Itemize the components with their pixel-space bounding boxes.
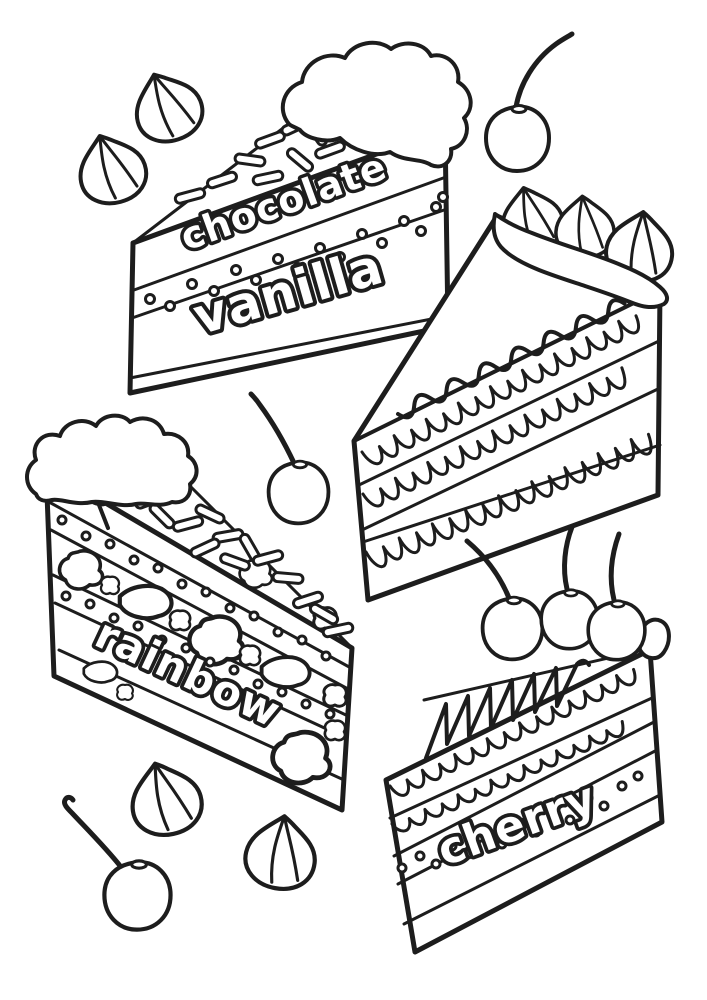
layer-line — [53, 601, 348, 740]
icing-drip — [390, 720, 625, 833]
cherry-stem — [248, 391, 297, 466]
frosting-cloud — [25, 413, 199, 508]
icing-drip — [388, 667, 637, 797]
cake-slice-drizzle — [351, 180, 681, 603]
cherry — [480, 595, 545, 662]
layer-line — [128, 314, 449, 380]
cherry-stem — [562, 524, 575, 592]
dotted-band — [396, 770, 644, 874]
frosting-cloud — [280, 40, 473, 169]
layer-line — [392, 720, 656, 858]
dotted-band — [60, 590, 336, 720]
dotted-band — [144, 191, 449, 312]
dotted-band — [56, 514, 332, 662]
icing-zigzag — [424, 658, 591, 760]
cake-slice-cherry: cherry — [383, 524, 671, 955]
layer-line — [396, 748, 659, 886]
cherry — [266, 459, 331, 526]
slice-outline — [351, 213, 663, 603]
cherry — [104, 861, 170, 930]
icing-squiggle — [396, 298, 627, 420]
cake-slice-rainbow: rainbow — [25, 413, 356, 813]
layer-line — [402, 793, 662, 926]
cherry-stem — [464, 538, 512, 601]
cherry — [484, 103, 551, 173]
cherry-stem — [608, 531, 622, 603]
layer-line — [132, 175, 448, 292]
cherry-bottom-left — [62, 794, 170, 930]
cherry-stem — [513, 31, 575, 110]
frosting-band — [491, 212, 670, 310]
cherry-top-right — [484, 31, 575, 173]
cherry-middle — [248, 391, 331, 526]
cherries-on-top — [464, 524, 647, 662]
layer-line — [388, 696, 654, 820]
icing-drip — [360, 314, 640, 466]
cherry — [586, 598, 647, 662]
cherry-stem — [62, 794, 124, 870]
layer-line — [361, 443, 662, 544]
layer-line — [130, 207, 449, 320]
icing-drip — [364, 432, 653, 569]
layer-line — [357, 339, 661, 487]
layer-line — [360, 386, 662, 532]
icing-drip — [361, 366, 627, 508]
